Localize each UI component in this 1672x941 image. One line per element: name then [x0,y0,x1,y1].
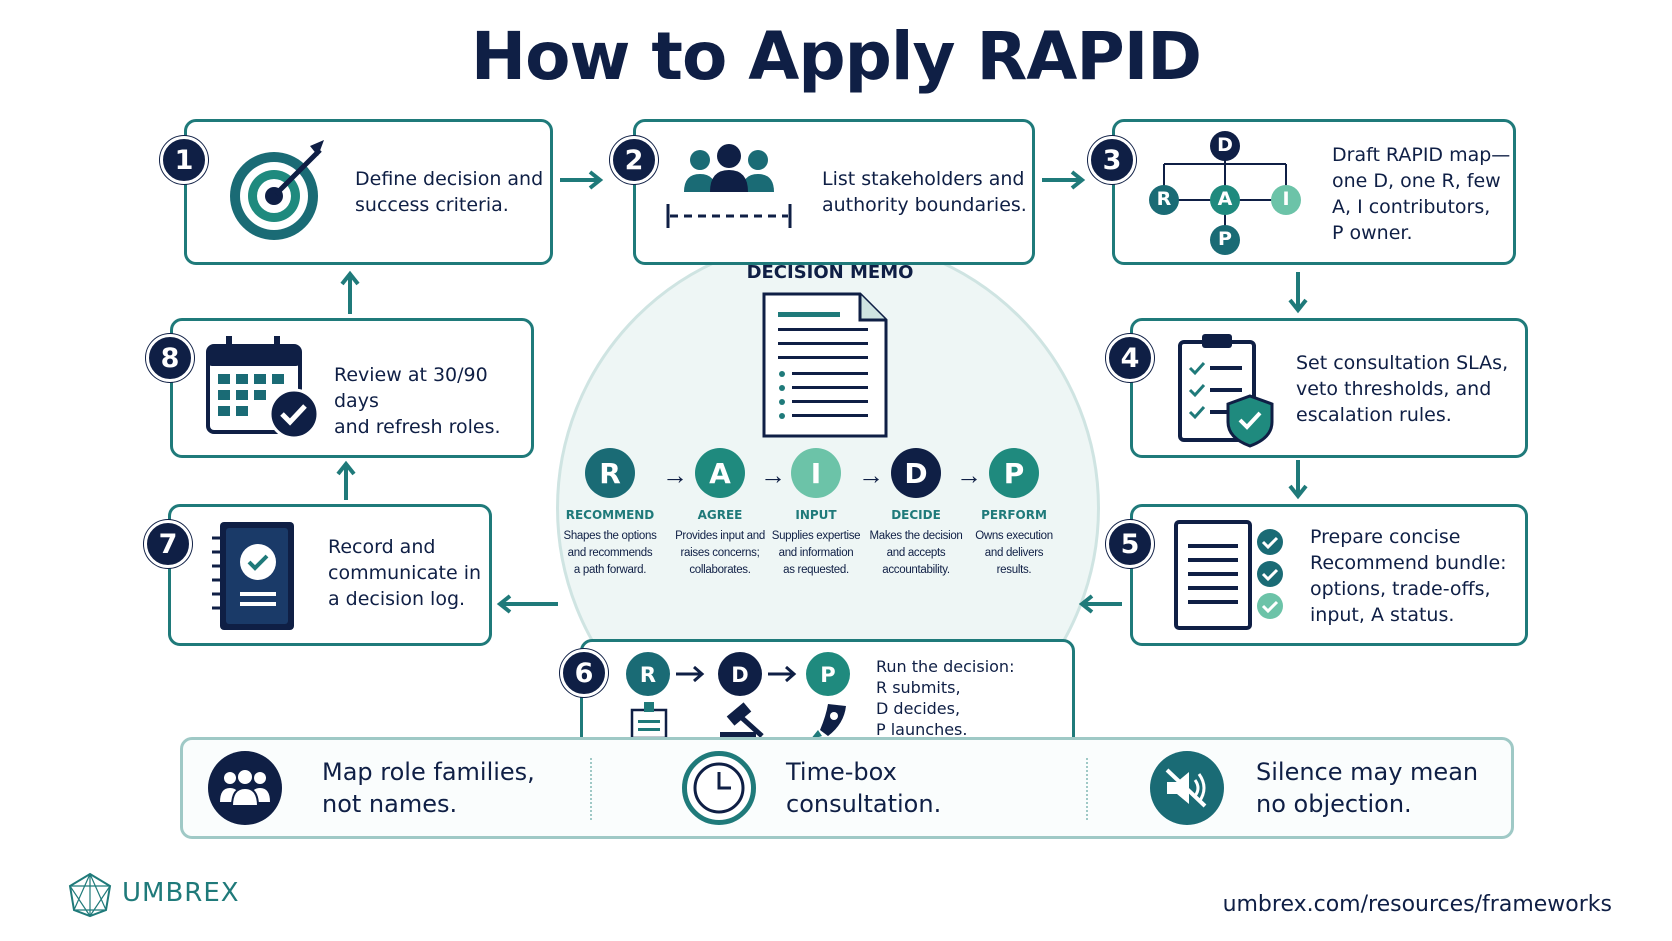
map-node-r: R [1156,188,1172,210]
step-number: 1 [160,136,208,184]
tips-divider [1086,758,1088,820]
run-decision-flow-icon [626,652,850,740]
arrow-down-icon [1288,460,1308,500]
role-badge: P [989,448,1039,498]
clipboard-shield-icon [1178,334,1274,448]
map-node-p: P [1218,228,1232,250]
step-number: 3 [1088,136,1136,184]
footer-url[interactable]: umbrex.com/resources/frameworks [1222,892,1612,917]
muted-speaker-icon [1150,751,1224,825]
role-name: DECIDE [891,508,941,522]
clock-icon [682,751,756,825]
tip-role-families: Map role families,not names. [322,758,535,818]
decision-log-notebook-icon [212,522,294,630]
step-3-card [1112,119,1516,265]
role-badge: A [695,448,745,498]
tips-divider [590,758,592,820]
memo-title: DECISION MEMO [746,262,914,283]
step-number: 5 [1106,520,1154,568]
arrow-down-icon [1288,272,1308,314]
role-badge: I [791,448,841,498]
arrow-right-icon: → [858,460,884,490]
arrow-right-icon [1042,170,1086,190]
step-number: 8 [146,334,194,382]
arrow-left-icon [1078,594,1122,614]
arrow-up-icon [336,460,356,500]
checklist-document-icon [1174,520,1283,630]
arrow-right-icon: → [662,460,688,490]
flow-node-d: D [731,663,749,687]
step-6-text: Run the decision:R submits,D decides,P l… [876,657,1015,739]
role-name: INPUT [795,508,837,522]
step-number: 7 [144,520,192,568]
flow-node-p: P [820,663,836,687]
calendar-check-icon [206,336,320,440]
step-number: 2 [610,136,658,184]
stakeholders-icon [666,144,792,228]
brand-name: UMBREX [122,878,240,908]
role-badge: D [891,448,941,498]
role-name: AGREE [697,508,743,522]
target-icon [230,140,324,240]
people-icon [208,751,282,825]
page-title: How to Apply RAPID [470,18,1202,95]
map-node-i: I [1282,188,1290,210]
step-4-text: Set consultation SLAs,veto thresholds, a… [1296,352,1509,426]
role-badge: R [585,448,635,498]
rapid-map-icon [1149,131,1301,255]
map-node-d: D [1217,134,1233,156]
flow-node-r: R [639,663,657,687]
umbrex-logo-icon [68,872,112,918]
arrow-up-icon [340,270,360,314]
role-name: RECOMMEND [565,508,655,522]
arrow-right-icon: → [760,460,786,490]
step-number: 4 [1106,334,1154,382]
map-node-a: A [1217,188,1233,210]
arrow-right-icon [560,170,604,190]
arrow-right-icon: → [956,460,982,490]
document-icon [762,292,888,438]
role-name: PERFORM [981,508,1047,522]
arrow-left-icon [496,594,558,614]
step-number: 6 [560,649,608,697]
tips-bar [180,737,1514,839]
